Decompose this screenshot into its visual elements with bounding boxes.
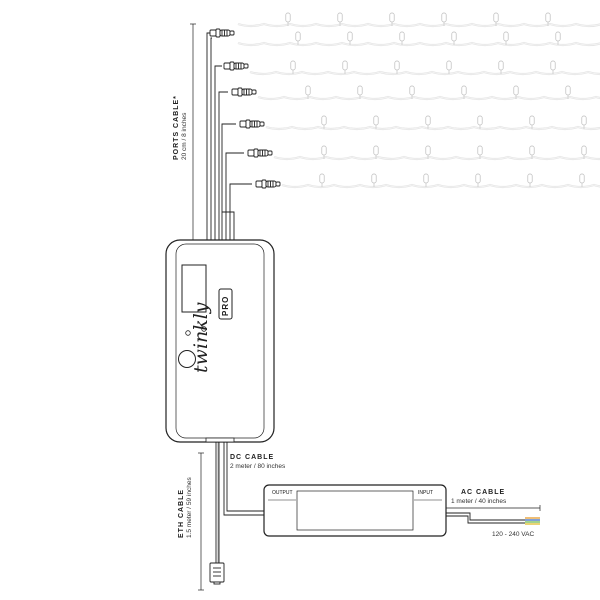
port-connector — [247, 148, 273, 158]
port-connector — [239, 119, 265, 129]
led-bulb — [394, 60, 400, 75]
psu-output-label: OUTPUT — [272, 490, 293, 496]
ac-cable-length: 1 meter / 40 inches — [451, 498, 507, 505]
led-bulb — [503, 31, 509, 46]
led-bulb — [579, 173, 585, 188]
port-connector — [231, 87, 257, 97]
ac-wire-ends — [525, 517, 540, 525]
eth-cable-length: 1.5 meter / 59 inches — [186, 477, 193, 538]
dimension-lines — [198, 452, 541, 591]
led-bulb — [527, 173, 533, 188]
led-bulb — [423, 173, 429, 188]
led-bulb — [451, 31, 457, 46]
lower-cables — [215, 442, 525, 563]
light-strings — [237, 12, 600, 189]
led-bulb — [555, 31, 561, 46]
ac-cable-title: AC CABLE — [461, 489, 506, 496]
string-wire — [281, 184, 600, 188]
string-wire — [237, 42, 600, 46]
led-bulb — [475, 173, 481, 188]
string-wire — [257, 96, 600, 100]
led-bulb — [342, 60, 348, 75]
power-supply-box — [263, 484, 447, 537]
eth-cable-title: ETH CABLE — [178, 488, 185, 538]
led-bulb — [347, 31, 353, 46]
ports-cable-dimension — [190, 23, 196, 241]
led-bulb — [399, 31, 405, 46]
model-badge: PRO — [221, 295, 230, 316]
dc-cable-length: 2 meter / 80 inches — [230, 463, 286, 470]
dc-cable-title: DC CABLE — [230, 454, 275, 461]
controller-box — [165, 239, 275, 443]
port-connector — [255, 179, 281, 189]
ports-cable-length: 20 cm / 8 inches — [181, 112, 188, 160]
led-bulb — [290, 60, 296, 75]
led-bulb — [498, 60, 504, 75]
string-wire — [265, 126, 600, 130]
port-connector — [223, 61, 249, 71]
led-bulb — [295, 31, 301, 46]
string-wire — [249, 71, 600, 75]
eth-connector — [209, 562, 225, 585]
led-bulb — [550, 60, 556, 75]
port-cables — [206, 32, 252, 242]
led-bulb — [446, 60, 452, 75]
voltage-label: 120 - 240 VAC — [492, 531, 535, 538]
led-bulb — [319, 173, 325, 188]
led-bulb — [371, 173, 377, 188]
port-connector — [209, 28, 235, 38]
ports-cable-title: PORTS CABLE* — [173, 95, 180, 160]
string-wire — [273, 156, 600, 160]
port-connectors — [209, 28, 281, 189]
brand-logo: twinkly — [190, 302, 212, 373]
string-wire — [237, 23, 600, 27]
psu-input-label: INPUT — [418, 490, 433, 496]
